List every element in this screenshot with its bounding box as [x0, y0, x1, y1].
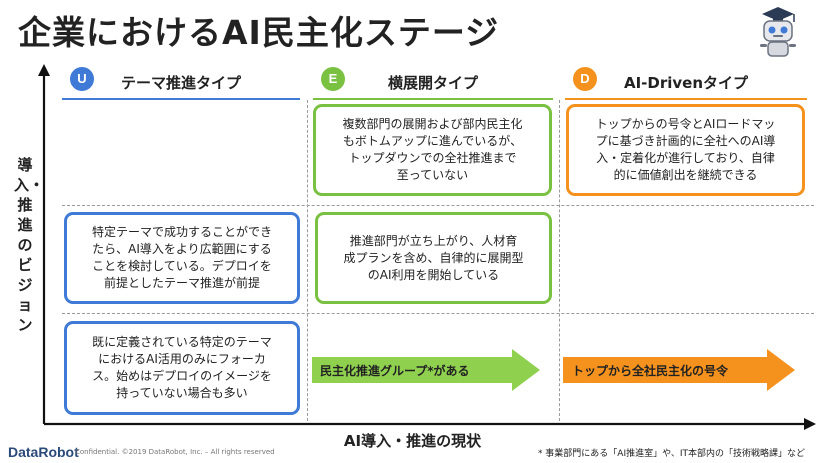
- column-header-d: D AI-Drivenタイプ: [565, 67, 807, 100]
- green-arrow-label: 民主化推進グループ*がある: [320, 364, 470, 378]
- green-arrow: [312, 349, 540, 391]
- card-line: トップからの号令とAIロードマッ: [595, 117, 776, 131]
- footnote: * 事業部門にある「AI推進室」や、IT本部内の「技術戦略課」など: [537, 449, 805, 459]
- card-line: 推進部門が立ち上がり、人材育: [349, 233, 518, 248]
- column-header-u: U テーマ推進タイプ: [62, 67, 300, 100]
- card-line: におけるAI活用のみにフォーカ: [98, 352, 266, 366]
- card-line: 入・定着化が進行しており、自律: [596, 151, 775, 165]
- card-line: ことを検討している。デプロイを: [92, 259, 272, 273]
- badge-e: E: [321, 67, 345, 91]
- slide-title: 企業におけるAI民主化ステージ: [18, 13, 500, 52]
- card-line: 的に価値創出を継続できる: [613, 168, 758, 182]
- column-header-e: E 横展開タイプ: [313, 67, 553, 100]
- x-axis-label: AI導入・推進の現状: [343, 432, 482, 450]
- card-line: 至っていない: [396, 168, 469, 182]
- card-u-bottom: 既に定義されている特定のテーマ におけるAI活用のみにフォーカ ス。始めはデプロ…: [64, 321, 300, 415]
- grid-separator-h1: [62, 205, 814, 206]
- card-line: たら、AI導入をより広範囲にする: [92, 242, 272, 256]
- grid-separator-v2: [559, 100, 560, 421]
- datarobot-logo: DataRobot: [8, 444, 79, 460]
- card-line: 成プランを含め、自律的に展開型: [343, 250, 524, 265]
- card-line: 持っていない場合も多い: [116, 386, 248, 400]
- column-label-d: AI-Drivenタイプ: [623, 74, 749, 92]
- card-line: プに基づき計画的に全社へのAI導: [595, 134, 776, 148]
- copyright-text: Confidential. ©2019 DataRobot, Inc. – Al…: [75, 448, 275, 456]
- card-line: 前提としたテーマ推進が前提: [103, 276, 260, 290]
- card-e-mid: 推進部門が立ち上がり、人材育 成プランを含め、自律的に展開型 のAI利用を開始し…: [315, 212, 552, 304]
- column-label-u: テーマ推進タイプ: [120, 74, 241, 92]
- card-line: ス。始めはデプロイのイメージを: [92, 369, 272, 383]
- orange-arrow-label: トップから全社民主化の号令: [572, 364, 729, 378]
- card-u-mid: 特定テーマで成功することができ たら、AI導入をより広範囲にする ことを検討して…: [64, 212, 300, 304]
- card-line: トップダウンでの全社推進まで: [348, 151, 517, 165]
- robot-mascot-icon: [760, 7, 796, 57]
- card-line: もボトムアップに進んでいるが、: [342, 134, 523, 148]
- card-e-top: 複数部門の展開および部内民主化 もボトムアップに進んでいるが、 トップダウンでの…: [313, 104, 552, 196]
- badge-d: D: [573, 67, 597, 91]
- card-line: 既に定義されている特定のテーマ: [92, 335, 272, 349]
- grid-separator-h2: [62, 313, 814, 314]
- card-line: のAI利用を開始している: [367, 267, 500, 282]
- column-label-e: 横展開タイプ: [387, 74, 478, 92]
- badge-u: U: [70, 67, 94, 91]
- orange-arrow: [563, 349, 795, 391]
- y-axis-label: 導入・推進のビジョン: [14, 156, 45, 334]
- card-line: 特定テーマで成功することができ: [91, 225, 272, 239]
- card-d-top: トップからの号令とAIロードマッ プに基づき計画的に全社へのAI導 入・定着化が…: [566, 104, 805, 196]
- grid-separator-v1: [307, 100, 308, 421]
- card-line: 複数部門の展開および部内民主化: [342, 117, 523, 131]
